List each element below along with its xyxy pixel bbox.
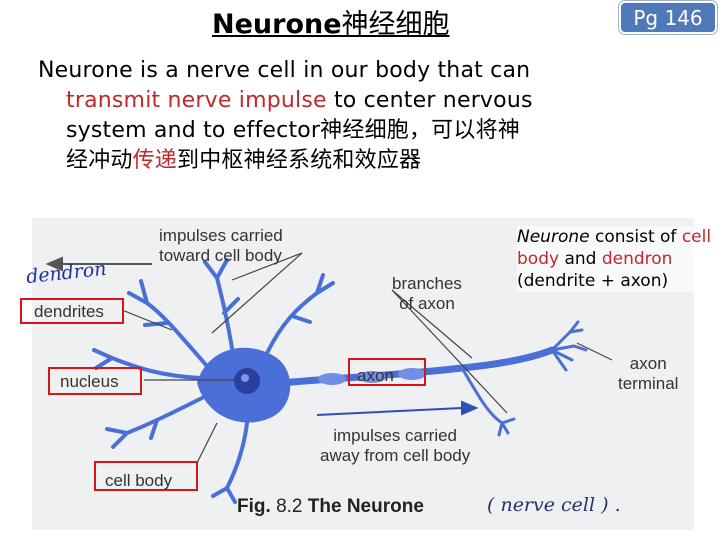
intro-line-4-b: 到中枢神经系统和效应器 <box>177 148 422 173</box>
axon-sheath <box>318 368 426 385</box>
caption-fig: Fig. <box>237 496 271 517</box>
intro-line-2: transmit nerve impulse to center nervous <box>38 86 678 116</box>
label-axon-terminal: axon terminal <box>618 354 679 393</box>
side-note-neurone: Neurone <box>517 227 590 247</box>
side-note-rest: (dendrite + axon) <box>517 271 669 291</box>
intro-line-3: system and to effector神经细胞，可以将神 <box>66 118 520 143</box>
handwritten-nerve-cell: ( nerve cell ) . <box>487 494 621 516</box>
nucleus-highlight-box <box>48 367 142 395</box>
label-cell-body: cell body <box>105 471 173 490</box>
page-number-badge: Pg 146 <box>619 1 717 34</box>
label-dendrites: dendrites <box>34 302 104 321</box>
side-note-and: and <box>559 249 602 269</box>
axon-branches <box>460 320 588 437</box>
label-impulses-toward: impulses carried toward cell body <box>159 226 283 265</box>
dendrites-highlight-box <box>20 298 124 324</box>
axon-highlight-box <box>348 358 426 386</box>
label-branches-of-axon: branches of axon <box>392 274 462 313</box>
figure-caption: Fig. 8.2 The Neurone <box>237 496 424 518</box>
intro-line-4: 经冲动传递到中枢神经系统和效应器 <box>38 146 678 176</box>
impulse-arrows <box>45 256 479 416</box>
intro-line-1: Neurone is a nerve cell in our body that… <box>38 58 531 83</box>
label-axon: axon <box>357 366 394 385</box>
side-note-cell-body: cell body <box>517 227 712 269</box>
transmit-impulse-highlight: transmit nerve impulse <box>66 88 327 113</box>
label-nucleus: nucleus <box>60 372 119 391</box>
intro-line-2-rest: to center nervous <box>326 88 533 113</box>
cell-body-highlight-box <box>94 461 198 491</box>
page-title: Neurone神经细胞 <box>212 2 450 41</box>
caption-number: 8.2 <box>276 496 303 517</box>
intro-line-4-a: 经冲动 <box>66 148 133 173</box>
label-pointers <box>121 252 613 464</box>
side-note: Neurone consist of cell body and dendron… <box>517 226 715 292</box>
side-note-consist: consist of <box>589 227 682 247</box>
title-english: Neurone <box>212 9 342 40</box>
transmit-cn-highlight: 传递 <box>132 148 178 173</box>
side-note-dendron: dendron <box>601 249 673 269</box>
neurone-illustration <box>45 252 613 504</box>
title-chinese: 神经细胞 <box>341 9 450 40</box>
intro-paragraph: Neurone is a nerve cell in our body that… <box>38 56 678 176</box>
label-impulses-away: impulses carried away from cell body <box>320 426 471 465</box>
caption-text: The Neurone <box>307 496 424 517</box>
dendrites-shape <box>92 258 335 504</box>
